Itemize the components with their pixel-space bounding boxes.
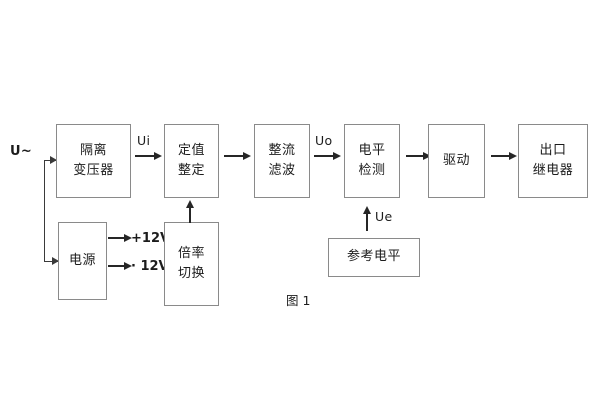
block-level-detect[interactable]: 电平 检测	[344, 124, 400, 198]
source-bus-trunk	[44, 160, 45, 261]
block-drive-line-1: 驱动	[442, 152, 470, 168]
arrow-drive-to-relay	[491, 152, 517, 160]
block-setting-value[interactable]: 定值 整定	[164, 124, 219, 198]
block-isolation-transformer-line-1: 隔离	[79, 142, 107, 158]
block-rectify-filter-line-2: 滤波	[268, 163, 296, 178]
block-power-supply[interactable]: 电源	[58, 222, 107, 300]
arrow-multiplier-to-setting	[186, 200, 194, 223]
block-isolation-transformer-line-2: 变压器	[73, 163, 114, 178]
block-drive[interactable]: 驱动	[428, 124, 485, 198]
block-output-relay-line-2: 继电器	[532, 163, 574, 178]
arrow-rail-negative	[108, 262, 132, 270]
block-level-detect-line-2: 检测	[358, 163, 386, 178]
block-isolation-transformer[interactable]: 隔离 变压器	[56, 124, 131, 198]
arrow-reference-to-level	[363, 206, 371, 231]
block-power-supply-line-1: 电源	[68, 252, 96, 268]
input-source-label: U~	[10, 144, 33, 159]
block-output-relay[interactable]: 出口 继电器	[518, 124, 588, 198]
feed-transformer-arrow-icon	[50, 156, 57, 164]
arrow-transformer-to-setting	[135, 152, 162, 160]
arrow-level-to-drive	[406, 152, 431, 160]
block-rectify-filter-line-1: 整流	[268, 142, 296, 158]
arrow-setting-to-rectify	[224, 152, 251, 160]
block-multiplier-switch[interactable]: 倍率 切换	[164, 222, 219, 306]
block-rectify-filter[interactable]: 整流 滤波	[254, 124, 310, 198]
rail-positive-label: +12V	[131, 231, 171, 246]
signal-ui-label: Ui	[137, 133, 151, 148]
figure-caption: 图 1	[286, 293, 311, 308]
block-setting-value-line-2: 整定	[177, 163, 205, 178]
arrow-rail-positive	[108, 234, 132, 242]
signal-uo-label: Uo	[315, 133, 333, 148]
arrow-rectify-to-level	[314, 152, 341, 160]
block-setting-value-line-1: 定值	[177, 142, 205, 158]
signal-ue-label: Ue	[375, 209, 393, 224]
feed-power-arrow-icon	[52, 257, 59, 265]
block-output-relay-line-1: 出口	[539, 142, 567, 158]
block-reference-level-line-1: 参考电平	[346, 249, 401, 265]
block-multiplier-switch-line-1: 倍率	[177, 245, 205, 261]
rail-negative-label: · 12V	[131, 259, 169, 274]
block-level-detect-line-1: 电平	[358, 142, 386, 158]
block-reference-level[interactable]: 参考电平	[328, 238, 420, 277]
feed-power-line	[44, 261, 58, 262]
block-multiplier-switch-line-2: 切换	[177, 266, 205, 281]
